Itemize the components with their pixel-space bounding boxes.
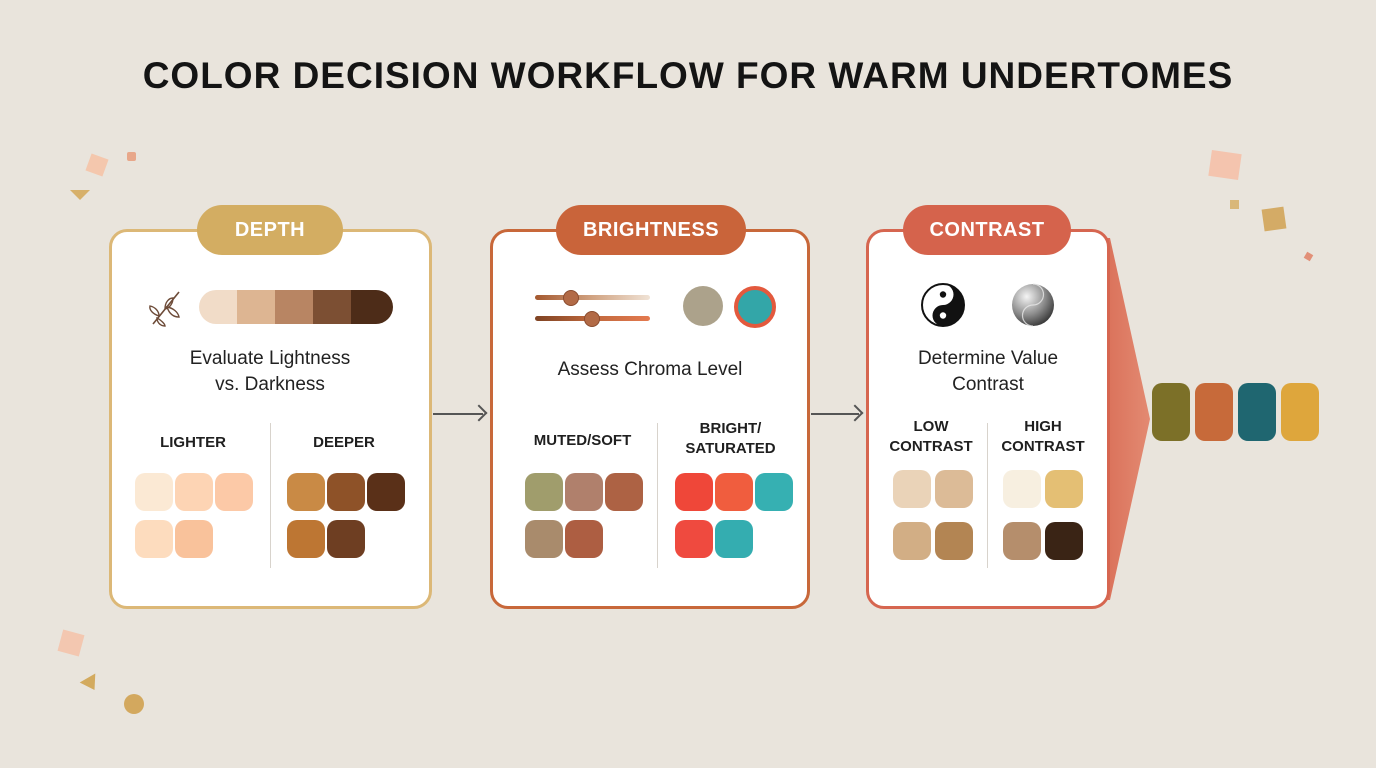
bright-chroma-circle [734, 286, 776, 328]
muted-swatch [565, 473, 603, 511]
contrast-description-line2: Contrast [952, 374, 1024, 395]
muted-swatch [525, 520, 563, 558]
confetti-shape [127, 152, 136, 161]
contrast-description: Determine Value Contrast [876, 346, 1100, 398]
muted-chroma-circle [683, 286, 723, 326]
depth-description-line1: Evaluate Lightness [189, 348, 351, 369]
depth-step-label: DEPTH [197, 205, 343, 255]
high-contrast-label: HIGH CONTRAST [988, 417, 1098, 457]
lighter-swatch [215, 473, 253, 511]
muted-swatch [565, 520, 603, 558]
low-contrast-label-line1: LOW [913, 418, 949, 435]
contrast-description-line1: Determine Value [917, 348, 1059, 369]
result-palette-swatch [1152, 383, 1190, 441]
bright-saturated-label-line2: SATURATED [685, 440, 776, 457]
brightness-step-label: BRIGHTNESS [556, 205, 746, 255]
depth-description-line2: vs. Darkness [215, 374, 325, 395]
deeper-swatch [327, 473, 365, 511]
depth-gradient-step-2 [237, 290, 276, 324]
brightness-divider [657, 423, 658, 568]
page-title: COLOR DECISION WORKFLOW FOR WARM UNDERTO… [142, 55, 1234, 96]
low-contrast-swatch [935, 522, 973, 560]
high-contrast-swatch [1045, 522, 1083, 560]
depth-description: Evaluate Lightness vs. Darkness [130, 346, 410, 398]
confetti-dot [124, 694, 144, 714]
confetti-shape [85, 153, 109, 177]
slider-track-top [535, 295, 650, 300]
depth-gradient-step-1 [199, 290, 238, 324]
confetti-shape [57, 629, 85, 657]
slider-knob-top [563, 290, 579, 306]
high-contrast-label-line1: HIGH [1024, 418, 1062, 435]
saturated-swatch [715, 520, 753, 558]
leaf-sprig-icon [149, 291, 180, 327]
contrast-step-label: CONTRAST [903, 205, 1071, 255]
confetti-shape [1230, 200, 1239, 209]
lighter-swatch [175, 473, 213, 511]
saturated-swatch [715, 473, 753, 511]
saturated-swatch [675, 473, 713, 511]
slider-knob-bottom [584, 311, 600, 327]
yin-yang-icon [921, 283, 965, 327]
low-contrast-swatch [935, 470, 973, 508]
deeper-swatch [327, 520, 365, 558]
deeper-swatch [287, 520, 325, 558]
confetti-shape [1208, 150, 1242, 180]
contrast-divider [987, 423, 988, 568]
low-contrast-swatch [893, 470, 931, 508]
flow-arrow-brightness-to-contrast [811, 413, 859, 415]
high-contrast-label-line2: CONTRAST [1001, 438, 1085, 455]
lighter-swatch [135, 520, 173, 558]
muted-swatch [525, 473, 563, 511]
saturated-swatch [755, 473, 793, 511]
low-contrast-label: LOW CONTRAST [876, 417, 986, 457]
deeper-swatch [367, 473, 405, 511]
result-palette-swatch [1195, 383, 1233, 441]
muted-soft-label: MUTED/SOFT [533, 432, 632, 449]
deeper-swatch [287, 473, 325, 511]
high-contrast-swatch [1003, 470, 1041, 508]
high-contrast-swatch [1045, 470, 1083, 508]
result-palette-swatch [1281, 383, 1319, 441]
depth-gradient-step-5 [351, 290, 393, 324]
confetti-shape [1261, 206, 1287, 232]
bright-saturated-label-line1: BRIGHT/ [699, 420, 762, 437]
muted-swatch [605, 473, 643, 511]
brightness-description: Assess Chroma Level [557, 359, 743, 380]
low-contrast-label-line2: CONTRAST [889, 438, 973, 455]
confetti-shape [79, 673, 103, 695]
depth-divider [270, 423, 271, 568]
saturated-swatch [675, 520, 713, 558]
confetti-shape [1303, 251, 1314, 262]
lighter-swatch [175, 520, 213, 558]
depth-gradient-step-4 [313, 290, 352, 324]
gradient-sphere-icon [1012, 283, 1054, 327]
confetti-shape [70, 190, 90, 200]
flow-arrow-depth-to-brightness [433, 413, 483, 415]
lighter-label: LIGHTER [160, 434, 226, 451]
bright-saturated-label: BRIGHT/ SATURATED [663, 419, 798, 459]
lighter-swatch [135, 473, 173, 511]
deeper-label: DEEPER [313, 434, 375, 451]
high-contrast-swatch [1003, 522, 1041, 560]
depth-gradient-step-3 [275, 290, 314, 324]
low-contrast-swatch [893, 522, 931, 560]
result-palette-swatch [1238, 383, 1276, 441]
